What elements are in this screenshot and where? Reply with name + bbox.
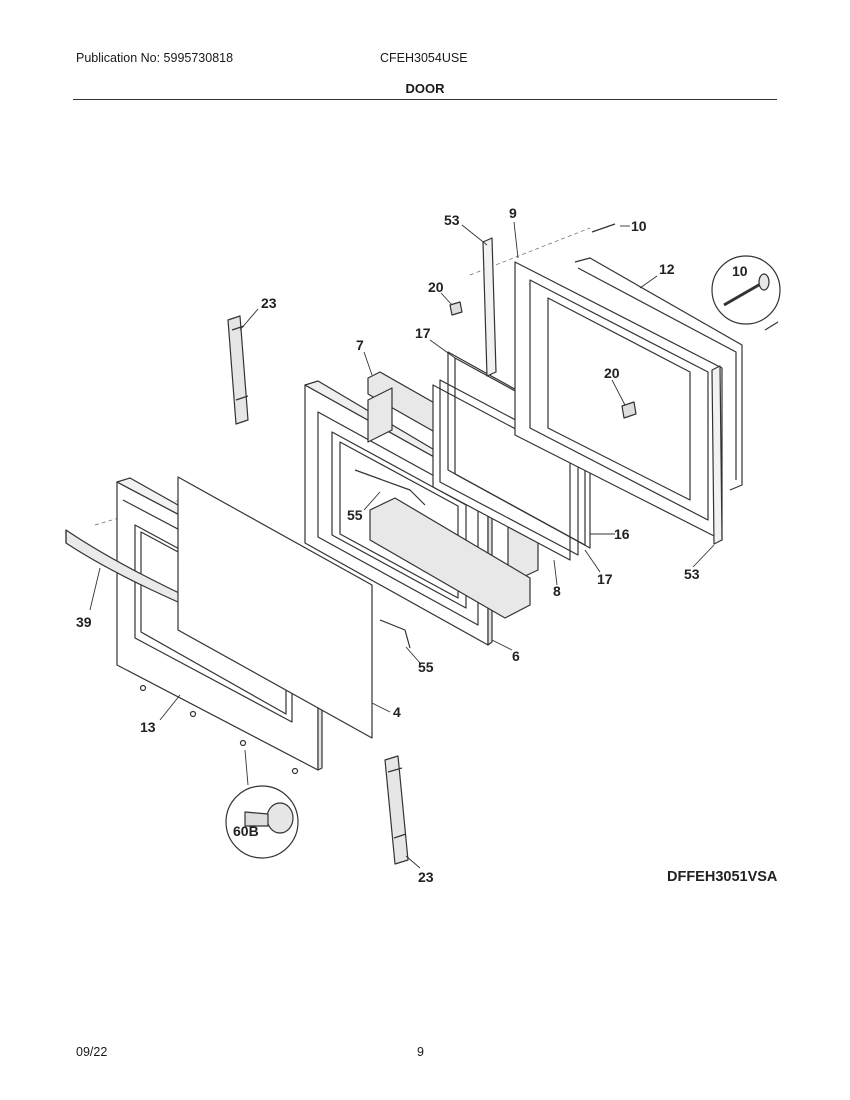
- callout-6: 6: [512, 648, 520, 664]
- callout-53-top: 53: [444, 212, 460, 228]
- callout-labels: 53 9 10 12 20 23 17 7 10 20 55 16 39 17 …: [76, 205, 778, 885]
- callout-17-bottom: 17: [597, 571, 613, 587]
- model-number: CFEH3054USE: [380, 51, 468, 65]
- diagram-code: DFFEH3051VSA: [667, 869, 778, 885]
- callout-4: 4: [393, 704, 401, 720]
- bolt-top: [591, 223, 616, 233]
- callout-39: 39: [76, 614, 92, 630]
- callout-23-top: 23: [261, 295, 277, 311]
- footer-date: 09/22: [76, 1045, 108, 1059]
- callout-20-top: 20: [428, 279, 444, 295]
- hinge-lower: [384, 755, 409, 865]
- callout-23-bottom: 23: [418, 869, 434, 885]
- bracket-lower: [379, 619, 411, 649]
- callout-7: 7: [356, 337, 364, 353]
- bolt-right: [764, 321, 779, 331]
- callout-10-top: 10: [631, 218, 647, 234]
- callout-60b: 60B: [233, 823, 259, 839]
- clip-upper: [449, 301, 463, 316]
- outer-glass: [177, 476, 373, 739]
- callout-20-mid: 20: [604, 365, 620, 381]
- callout-55-bottom: 55: [418, 659, 434, 675]
- page-number: 9: [417, 1045, 424, 1059]
- callout-8: 8: [553, 583, 561, 599]
- clip-lower: [621, 401, 637, 419]
- screws-bottom: [139, 684, 299, 775]
- callout-leaders: [89, 221, 715, 869]
- callout-10-bubble: 10: [732, 263, 748, 279]
- screw-detail-bubble: [225, 785, 299, 859]
- side-trim-right: [711, 365, 723, 545]
- callout-17-top: 17: [415, 325, 431, 341]
- callout-12: 12: [659, 261, 675, 277]
- hinge-upper: [227, 315, 249, 425]
- callout-13: 13: [140, 719, 156, 735]
- bracket-upper: [354, 469, 426, 506]
- publication-number: Publication No: 5995730818: [76, 51, 234, 65]
- side-trim-left: [482, 237, 497, 377]
- callout-16: 16: [614, 526, 630, 542]
- callout-53-bottom: 53: [684, 566, 700, 582]
- callout-55-top: 55: [347, 507, 363, 523]
- section-title: DOOR: [405, 81, 445, 96]
- bolt-detail-bubble: [711, 255, 781, 325]
- callout-9: 9: [509, 205, 517, 221]
- header-rule: [73, 99, 777, 100]
